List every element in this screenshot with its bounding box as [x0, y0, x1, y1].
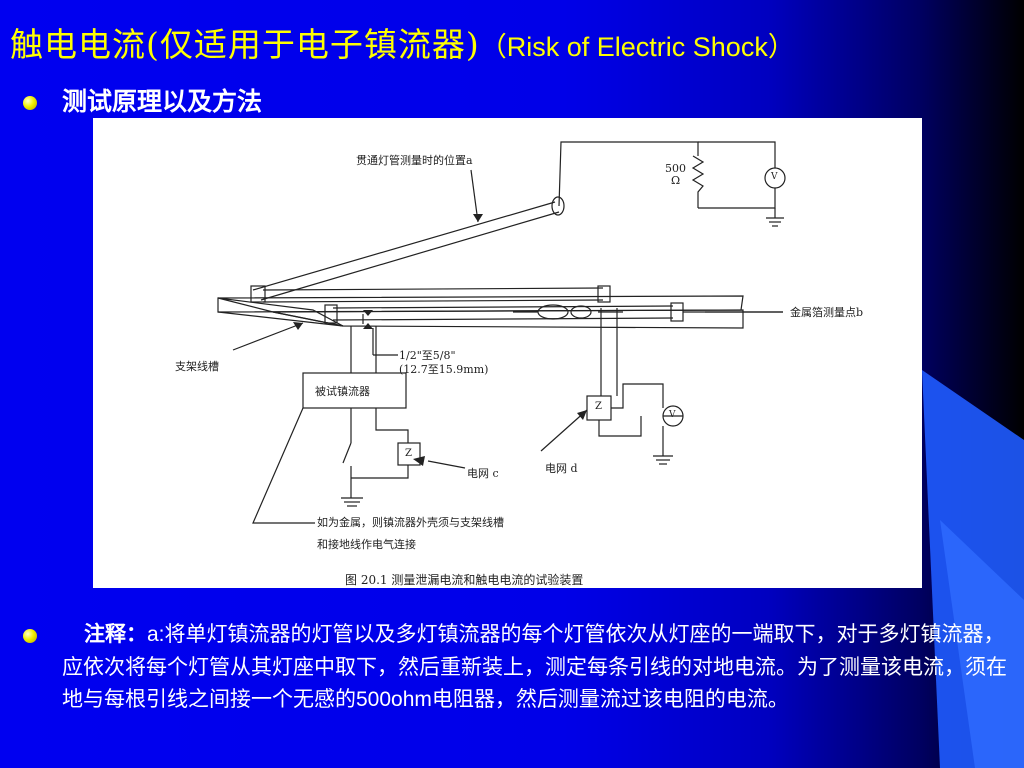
label-meter-bottom: V — [669, 410, 676, 420]
label-z-d: Z — [595, 401, 602, 412]
note-text-1: 将单灯镇流器的灯管以及多灯镇流器的每个灯管依次从灯座的一端取下，对于多灯镇流器，… — [62, 622, 1007, 711]
label-position-a: 贯通灯管测量时的位置a — [356, 154, 473, 167]
note-text-2: 电阻器，然后测量流过该电阻的电流。 — [431, 687, 789, 711]
label-dimension-mm: (12.7至15.9mm) — [399, 363, 489, 376]
label-z-c: Z — [405, 448, 412, 459]
title-chinese: 触电电流(仅适用于电子镇流器) — [10, 25, 480, 64]
title-english: （Risk of Electric Shock） — [479, 32, 795, 62]
note-value: 500ohm — [356, 688, 432, 711]
label-dimension-inch: 1/2"至5/8" — [399, 349, 456, 362]
note-paragraph: 注释：a:将单灯镇流器的灯管以及多灯镇流器的每个灯管依次从灯座的一端取下，对于多… — [62, 618, 1017, 716]
label-bracket: 支架线槽 — [175, 360, 219, 373]
note-label: 注释： — [84, 621, 147, 646]
label-ballast: 被试镇流器 — [315, 385, 370, 398]
section-subtitle: 测试原理以及方法 — [62, 87, 263, 116]
label-grid-c: 电网 c — [467, 467, 499, 480]
bullet-icon — [23, 629, 37, 643]
label-meter-top: V — [771, 172, 778, 182]
label-note-line-2: 和接地线作电气连接 — [317, 538, 416, 551]
diagram-lines — [217, 141, 786, 524]
label-grid-d: 电网 d — [545, 462, 578, 475]
label-resistor-unit: Ω — [671, 174, 681, 187]
bullet-icon — [23, 96, 37, 110]
slide-title: 触电电流(仅适用于电子镇流器)（Risk of Electric Shock） — [10, 18, 795, 66]
figure-caption: 图 20.1 测量泄漏电流和触电电流的试验装置 — [345, 573, 584, 587]
test-setup-diagram: 贯通灯管测量时的位置a 500 Ω V 金属箔测量点b 支架线槽 1/2"至5/… — [93, 118, 922, 588]
label-note-line-1: 如为金属，则镇流器外壳须与支架线槽 — [317, 516, 504, 529]
label-resistor-value: 500 — [665, 162, 686, 175]
note-prefix: a: — [147, 623, 165, 646]
label-foil-b: 金属箔测量点b — [790, 306, 864, 319]
